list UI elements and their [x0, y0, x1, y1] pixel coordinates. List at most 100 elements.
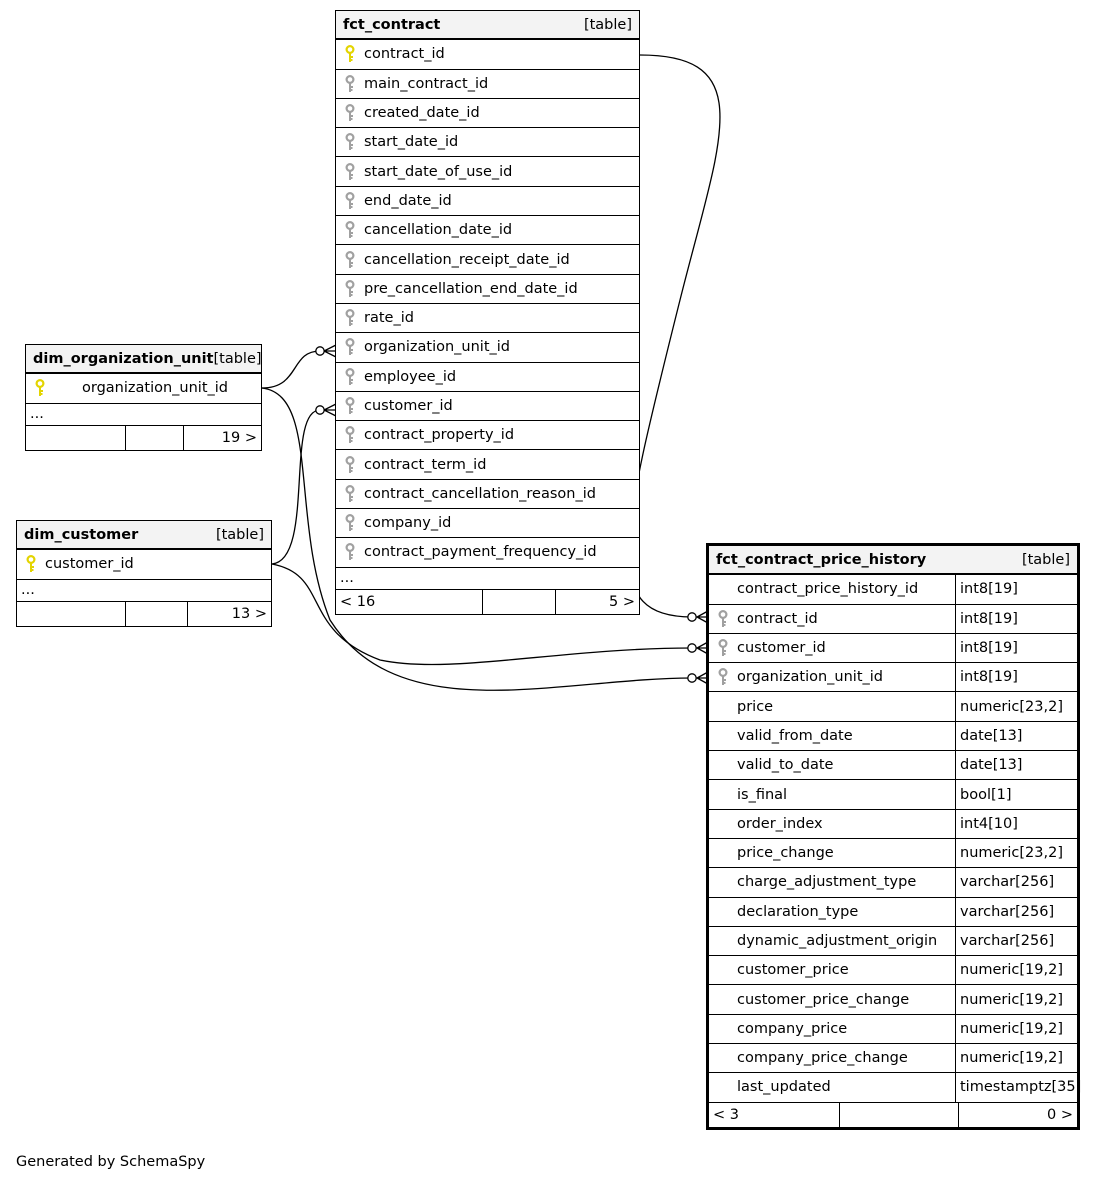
column-name: created_date_id [364, 105, 480, 122]
footer-right: 5 > [555, 589, 639, 614]
column-name: start_date_id [364, 134, 459, 151]
table-fct-contract-price-history[interactable]: fct_contract_price_history [table] contr… [706, 543, 1081, 1130]
foreign-key-icon [344, 397, 356, 415]
generated-by-label: Generated by SchemaSpy [16, 1154, 206, 1170]
table-name: dim_customer [24, 526, 139, 543]
column-type: varchar[256] [955, 868, 1077, 897]
table-kind: [table] [213, 350, 262, 367]
column-row[interactable]: end_date_id [336, 187, 639, 217]
column-row[interactable]: created_date_id [336, 99, 639, 129]
footer-left [17, 602, 125, 626]
column-type: int8[19] [955, 604, 1077, 633]
column-row[interactable]: main_contract_id [336, 70, 639, 99]
table-footer: < 3 0 > [709, 1102, 1077, 1127]
foreign-key-icon [344, 104, 356, 122]
column-type: date[13] [955, 721, 1077, 751]
column-name: order_index [737, 815, 823, 832]
column-row[interactable]: rate_id [336, 304, 639, 334]
column-row[interactable]: pre_cancellation_end_date_id [336, 275, 639, 304]
column-name: price_change [737, 845, 834, 862]
footer-mid [125, 601, 187, 626]
foreign-key-icon [717, 609, 729, 628]
column-row[interactable]: customer_id [17, 550, 271, 580]
column-row[interactable]: is_final bool[1] [709, 780, 1077, 810]
column-name: price [737, 698, 774, 715]
column-list: organization_unit_id [26, 374, 261, 404]
foreign-key-icon [344, 191, 356, 210]
footer-mid [839, 1102, 958, 1127]
column-row[interactable]: valid_from_date date[13] [709, 721, 1077, 752]
column-row[interactable]: customer_id int8[19] [709, 633, 1077, 664]
column-name: contract_payment_frequency_id [364, 544, 597, 561]
table-kind: [table] [215, 526, 264, 543]
column-name: declaration_type [737, 903, 859, 920]
table-name: fct_contract_price_history [716, 551, 927, 568]
column-row[interactable]: employee_id [336, 363, 639, 392]
cardinality-circle [687, 612, 697, 622]
footer-right: 19 > [183, 425, 261, 450]
column-type: varchar[256] [955, 926, 1077, 956]
table-dim-organization-unit[interactable]: dim_organization_unit [table] organizati… [25, 344, 262, 451]
cardinality-circle [315, 405, 325, 415]
column-name: pre_cancellation_end_date_id [364, 280, 578, 297]
footer-mid [125, 425, 183, 450]
column-name: valid_from_date [737, 727, 853, 744]
column-row[interactable]: customer_id [336, 392, 639, 422]
column-name: is_final [737, 786, 788, 803]
primary-key-icon [25, 555, 37, 573]
column-type: bool[1] [955, 780, 1077, 809]
table-dim-customer[interactable]: dim_customer [table] customer_id ... 13 … [16, 520, 272, 627]
link-organization-unit-to-price-history [261, 387, 693, 691]
column-row[interactable]: company_id [336, 509, 639, 539]
column-row[interactable]: cancellation_receipt_date_id [336, 245, 639, 275]
foreign-key-icon [344, 367, 356, 386]
column-type: numeric[19,2] [955, 1014, 1077, 1044]
column-row[interactable]: organization_unit_id [26, 374, 261, 404]
column-row[interactable]: contract_payment_frequency_id [336, 538, 639, 568]
column-type: int8[19] [955, 633, 1077, 663]
table-name: fct_contract [343, 16, 441, 33]
column-row[interactable]: cancellation_date_id [336, 216, 639, 246]
column-row[interactable]: contract_term_id [336, 450, 639, 480]
column-row[interactable]: start_date_id [336, 128, 639, 158]
link-contract-to-price-history [628, 54, 721, 618]
foreign-key-icon [344, 279, 356, 298]
column-name: customer_id [737, 640, 826, 657]
column-row[interactable]: contract_cancellation_reason_id [336, 480, 639, 510]
column-row[interactable]: contract_property_id [336, 421, 639, 451]
foreign-key-icon [344, 338, 356, 356]
footer-mid [482, 589, 555, 614]
column-name: contract_id [364, 46, 445, 63]
column-name: company_id [364, 515, 452, 532]
column-name: start_date_of_use_id [364, 163, 513, 180]
column-name: valid_to_date [737, 757, 834, 774]
column-name: end_date_id [364, 192, 452, 209]
column-row[interactable]: contract_id [336, 40, 639, 70]
column-type: numeric[19,2] [955, 985, 1077, 1014]
column-row[interactable]: organization_unit_id [336, 333, 639, 363]
column-type: numeric[19,2] [955, 1044, 1077, 1073]
column-name: contract_price_history_id [737, 581, 919, 598]
foreign-key-icon [717, 668, 729, 686]
cardinality-circle [315, 346, 325, 356]
column-row[interactable]: start_date_of_use_id [336, 157, 639, 187]
column-name: employee_id [364, 368, 457, 385]
